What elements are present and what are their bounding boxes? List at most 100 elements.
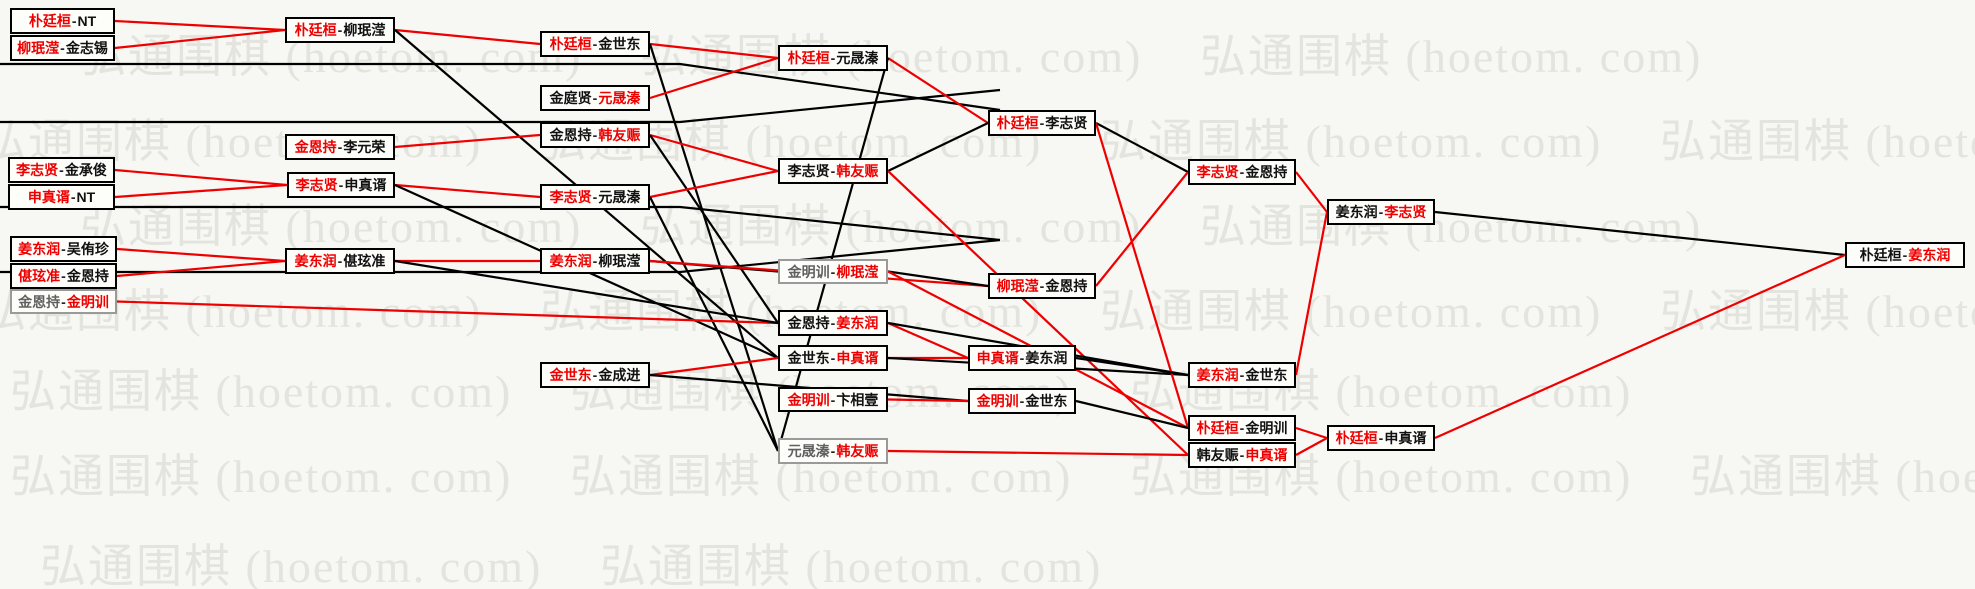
player-one-label: 朴廷桓 — [549, 36, 592, 52]
versus-separator: - — [592, 90, 598, 106]
versus-separator: - — [71, 13, 77, 29]
versus-separator: - — [1239, 367, 1245, 383]
player-two-label: 金明训 — [1245, 420, 1288, 436]
match-node[interactable]: 姜东润-吴侑珍 — [10, 236, 117, 262]
versus-separator: - — [830, 391, 836, 408]
player-two-label: 申真谞 — [836, 350, 879, 366]
player-one-label: 金恩持 — [294, 139, 337, 155]
match-node[interactable]: 李志贤-韩友赈 — [778, 158, 888, 184]
match-node[interactable]: 柳珉滢-金恩持 — [988, 273, 1096, 299]
versus-separator: - — [830, 315, 836, 331]
versus-separator: - — [1019, 350, 1025, 366]
versus-separator: - — [592, 127, 598, 143]
match-node[interactable]: 李志贤-元晟溱 — [540, 184, 650, 210]
player-one-label: 朴廷桓 — [1859, 247, 1902, 263]
match-node[interactable]: 李志贤-金承俊 — [8, 157, 115, 183]
player-one-label: 金世东 — [549, 367, 592, 383]
player-two-label: NT — [76, 189, 96, 205]
player-one-label: 柳珉滢 — [996, 278, 1039, 294]
player-one-label: 申真谞 — [976, 350, 1019, 366]
match-node[interactable]: 朴廷桓-NT — [10, 8, 115, 34]
player-one-label: 金明训 — [976, 393, 1019, 409]
match-node[interactable]: 金恩持-韩友赈 — [540, 122, 650, 148]
player-one-label: 韩友赈 — [1196, 447, 1239, 463]
player-one-label: 姜东润 — [549, 253, 592, 269]
versus-separator: - — [337, 22, 343, 38]
player-two-label: 偡玹准 — [343, 253, 386, 269]
match-node[interactable]: 金恩持-李元荣 — [285, 134, 395, 160]
match-node[interactable]: 柳珉滢-金志锡 — [10, 35, 115, 61]
player-two-label: 吴侑珍 — [66, 241, 109, 257]
versus-separator: - — [1902, 247, 1908, 263]
player-two-label: 金明训 — [66, 293, 109, 310]
match-node[interactable]: 姜东润-李志贤 — [1327, 199, 1435, 225]
match-node[interactable]: 金恩持-姜东润 — [778, 310, 888, 336]
match-node[interactable]: 金恩持-金明训 — [10, 289, 117, 314]
player-one-label: 朴廷桓 — [1196, 420, 1239, 436]
versus-separator: - — [592, 189, 598, 205]
player-one-label: 金恩持 — [549, 127, 592, 143]
match-node[interactable]: 朴廷桓-柳珉滢 — [285, 17, 395, 43]
player-one-label: 金恩持 — [787, 315, 830, 331]
player-one-label: 朴廷桓 — [294, 22, 337, 38]
player-two-label: 韩友赈 — [836, 443, 879, 459]
player-two-label: 金承俊 — [64, 162, 107, 178]
player-two-label: 金世东 — [1025, 393, 1068, 409]
versus-separator: - — [830, 443, 836, 459]
player-one-label: 金世东 — [787, 350, 830, 366]
player-one-label: 李志贤 — [16, 162, 59, 178]
match-node[interactable]: 金明训-柳珉滢 — [778, 259, 888, 284]
versus-separator: - — [337, 253, 343, 269]
match-node[interactable]: 金世东-申真谞 — [778, 345, 888, 371]
match-node[interactable]: 姜东润-柳珉滢 — [540, 248, 650, 274]
player-one-label: 金明训 — [787, 391, 830, 408]
player-two-label: 姜东润 — [836, 315, 879, 331]
match-node[interactable]: 偡玹准-金恩持 — [10, 263, 117, 289]
player-one-label: 李志贤 — [295, 177, 338, 193]
versus-separator: - — [61, 268, 66, 284]
match-node[interactable]: 金明训-金世东 — [968, 388, 1076, 414]
player-two-label: NT — [77, 13, 97, 29]
player-one-label: 金庭贤 — [549, 90, 592, 106]
match-node[interactable]: 金世东-金成进 — [540, 362, 650, 388]
match-node[interactable]: 金庭贤-元晟溱 — [540, 85, 650, 111]
player-two-label: 韩友赈 — [836, 163, 879, 179]
player-one-label: 姜东润 — [294, 253, 337, 269]
player-two-label: 金成进 — [598, 367, 641, 383]
player-two-label: 金恩持 — [1045, 278, 1088, 294]
player-two-label: 金志锡 — [65, 40, 108, 56]
match-node[interactable]: 朴廷桓-李志贤 — [988, 110, 1096, 136]
versus-separator: - — [830, 350, 836, 366]
versus-separator: - — [61, 241, 66, 257]
player-one-label: 申真谞 — [27, 189, 70, 205]
match-node[interactable]: 朴廷桓-金明训 — [1188, 415, 1296, 441]
match-node[interactable]: 李志贤-申真谞 — [287, 172, 395, 198]
player-two-label: 元晟溱 — [598, 90, 641, 106]
player-two-label: 金世东 — [1245, 367, 1288, 383]
match-node[interactable]: 申真谞-姜东润 — [968, 345, 1076, 371]
match-node[interactable]: 元晟溱-韩友赈 — [778, 438, 888, 464]
match-node[interactable]: 朴廷桓-金世东 — [540, 31, 650, 57]
versus-separator: - — [592, 367, 598, 383]
match-node[interactable]: 申真谞-NT — [8, 184, 115, 210]
match-node[interactable]: 姜东润-偡玹准 — [285, 248, 395, 274]
match-node[interactable]: 朴廷桓-元晟溱 — [778, 45, 888, 71]
player-one-label: 姜东润 — [18, 241, 61, 257]
match-node[interactable]: 朴廷桓-姜东润 — [1845, 242, 1965, 268]
player-one-label: 朴廷桓 — [28, 13, 71, 29]
match-node[interactable]: 朴廷桓-申真谞 — [1327, 425, 1435, 451]
versus-separator: - — [1039, 115, 1045, 131]
match-node[interactable]: 韩友赈-申真谞 — [1188, 442, 1296, 468]
player-two-label: 元晟溱 — [598, 189, 641, 205]
player-two-label: 金世东 — [598, 36, 641, 52]
match-node[interactable]: 金明训-卞相壹 — [778, 387, 888, 412]
versus-separator: - — [1239, 447, 1245, 463]
match-node[interactable]: 李志贤-金恩持 — [1188, 159, 1296, 185]
player-one-label: 元晟溱 — [787, 443, 830, 459]
versus-separator: - — [337, 139, 343, 155]
player-two-label: 柳珉滢 — [343, 22, 386, 38]
versus-separator: - — [59, 162, 64, 178]
player-two-label: 申真谞 — [1384, 430, 1427, 446]
player-two-label: 韩友赈 — [598, 127, 641, 143]
match-node[interactable]: 姜东润-金世东 — [1188, 362, 1296, 388]
